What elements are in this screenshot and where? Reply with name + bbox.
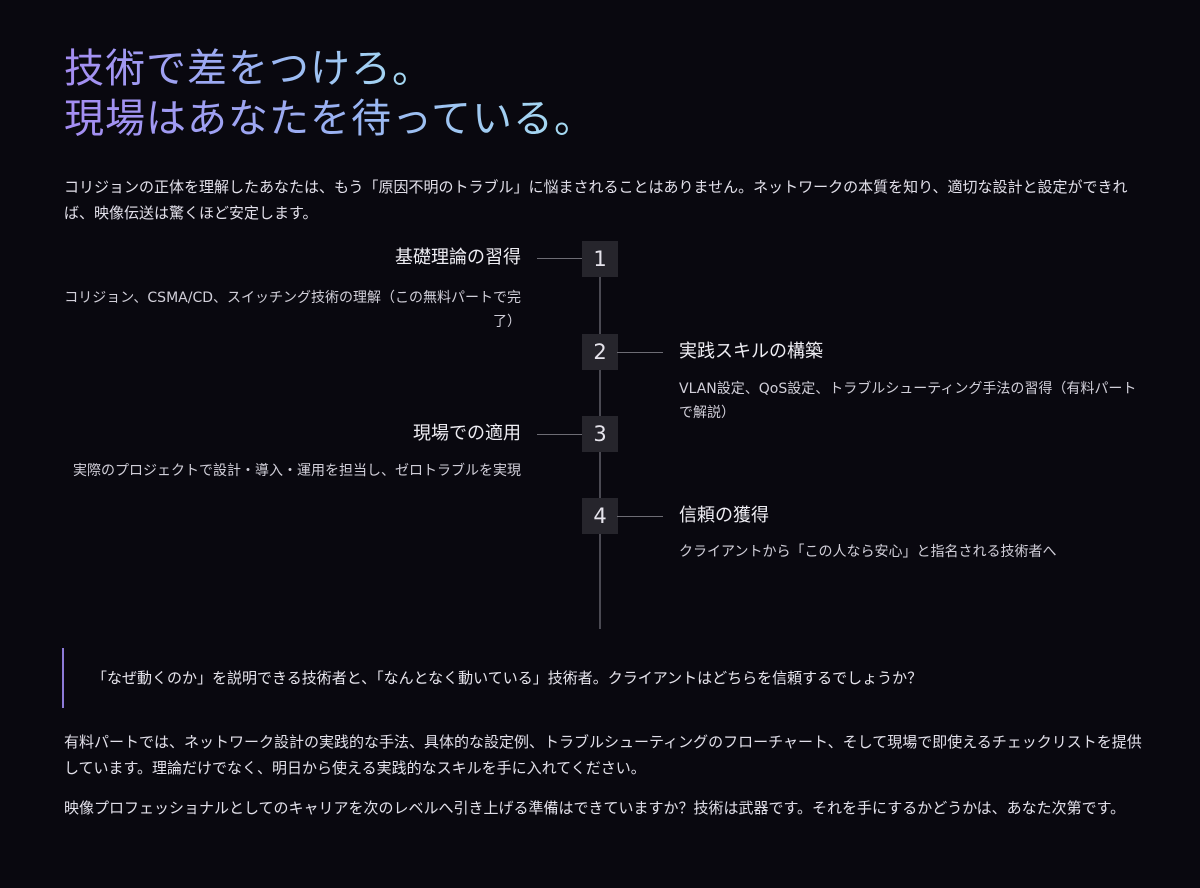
- body-paragraph-2: 映像プロフェッショナルとしてのキャリアを次のレベルへ引き上げる準備はできています…: [64, 799, 1126, 817]
- step-description-3: 実際のプロジェクトで設計・導入・運用を担当し、ゼロトラブルを実現: [73, 463, 521, 479]
- headline-line-2: 現場はあなたを待っている。: [64, 96, 595, 142]
- step-title-3: 現場での適用: [413, 423, 521, 444]
- step-title-2: 実践スキルの構築: [679, 341, 823, 362]
- step-number-2: 2: [582, 334, 618, 370]
- step-title-4: 信頼の獲得: [679, 505, 769, 526]
- step-description-2: VLAN設定、QoS設定、トラブルシューティング手法の習得（有料パートで解説）: [679, 381, 1137, 421]
- step-number-4: 4: [582, 498, 618, 534]
- timeline-connector-1: [537, 258, 583, 259]
- timeline-connector-2: [617, 352, 663, 353]
- headline-line-1: 技術で差をつけろ。: [64, 46, 433, 92]
- timeline-connector-4: [617, 516, 663, 517]
- step-description-4: クライアントから「この人なら安心」と指名される技術者へ: [679, 544, 1057, 560]
- step-title-1: 基礎理論の習得: [395, 247, 521, 268]
- step-description-1: コリジョン、CSMA/CD、スイッチング技術の理解（この無料パートで完了）: [64, 290, 521, 330]
- highlight-quote: 「なぜ動くのか」を説明できる技術者と、「なんとなく動いている」技術者。クライアン…: [62, 648, 1142, 708]
- step-number-1: 1: [582, 241, 618, 277]
- body-paragraph-1: 有料パートでは、ネットワーク設計の実践的な手法、具体的な設定例、トラブルシューテ…: [64, 733, 1142, 777]
- step-number-3: 3: [582, 416, 618, 452]
- timeline-connector-3: [537, 434, 583, 435]
- headline: 技術で差をつけろ。 現場はあなたを待っている。: [64, 44, 595, 144]
- intro-paragraph: コリジョンの正体を理解したあなたは、もう「原因不明のトラブル」に悩まされることは…: [64, 178, 1128, 222]
